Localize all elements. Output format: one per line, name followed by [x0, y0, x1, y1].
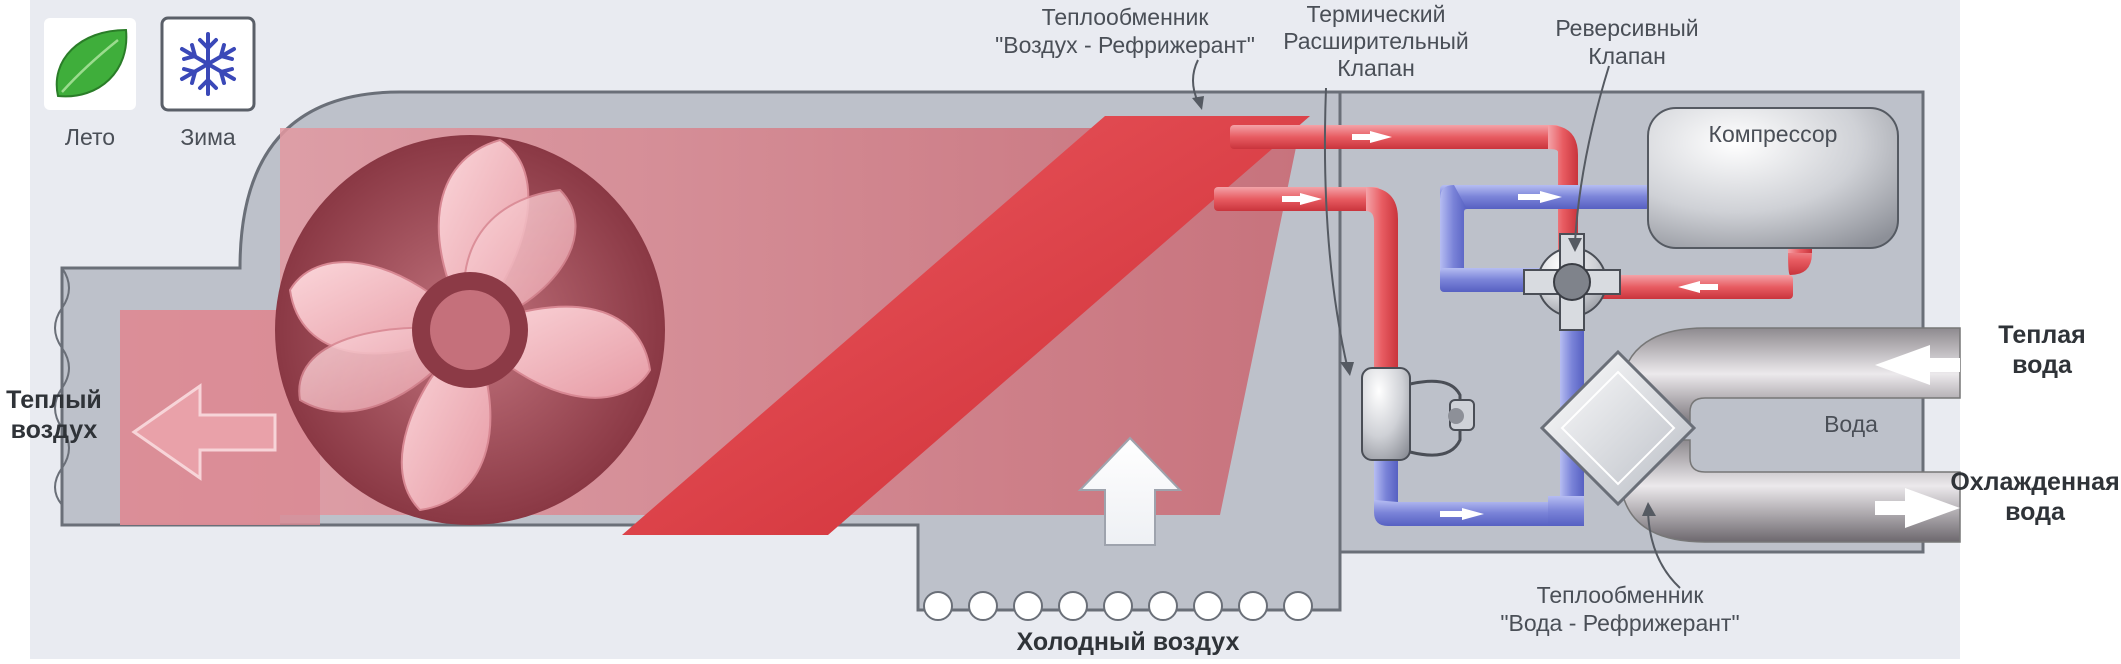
svg-text:Термический: Термический: [1306, 1, 1445, 27]
svg-text:"Вода - Рефрижерант": "Вода - Рефрижерант": [1500, 610, 1739, 636]
reversing-valve-label: Реверсивный Клапан: [1555, 15, 1698, 69]
warm-air-label: Теплый воздух: [6, 386, 102, 444]
flow-arrows-hot: [1282, 131, 1718, 293]
water-refrigerant-exchanger: [1539, 349, 1697, 507]
cold-air-arrow-icon: [1077, 436, 1183, 546]
expansion-valve-icon: [1361, 367, 1475, 461]
mode-winter-label: Зима: [180, 124, 236, 150]
svg-text:Клапан: Клапан: [1337, 55, 1415, 81]
svg-text:Реверсивный: Реверсивный: [1555, 15, 1698, 41]
air-refrigerant-coil: [622, 116, 1310, 535]
cold-air-intake-grille: [923, 591, 1313, 621]
svg-text:Теплообменник: Теплообменник: [1537, 582, 1705, 608]
svg-text:вода: вода: [2012, 351, 2073, 379]
svg-text:Теплая: Теплая: [1998, 321, 2085, 349]
svg-text:вода: вода: [2005, 498, 2066, 526]
fan-icon: [275, 135, 665, 525]
txv-label: Термический Расширительный Клапан: [1283, 1, 1469, 81]
svg-text:воздух: воздух: [11, 416, 98, 444]
compressor: Компрессор: [1647, 107, 1899, 249]
mode-summer-button[interactable]: Лето: [44, 18, 136, 150]
svg-text:Теплообменник: Теплообменник: [1042, 4, 1210, 30]
mode-selector: Лето Зима: [44, 16, 256, 150]
warm-water-label: Теплая вода: [1998, 321, 2085, 379]
warm-water-arrow-icon: [1875, 345, 1960, 385]
hx-air-label: Теплообменник "Воздух - Рефрижерант": [995, 4, 1255, 58]
snowflake-icon: [180, 32, 236, 96]
warm-air-arrow-icon: [131, 383, 277, 481]
reversing-valve-icon: [1523, 233, 1621, 331]
chilled-water-label: Охлажденная вода: [1950, 468, 2119, 526]
callout-arrowheads: [1192, 96, 1656, 516]
svg-text:Клапан: Клапан: [1588, 43, 1666, 69]
compressor-label: Компрессор: [1709, 121, 1838, 147]
chilled-water-arrow-icon: [1875, 488, 1960, 528]
mode-summer-label: Лето: [65, 124, 115, 150]
hx-water-label: Теплообменник "Вода - Рефрижерант": [1500, 582, 1739, 636]
svg-text:Охлажденная: Охлажденная: [1950, 468, 2119, 496]
flow-arrows-cold: [1440, 191, 1562, 520]
cold-air-label: Холодный воздух: [1017, 628, 1240, 656]
svg-text:Теплый: Теплый: [6, 386, 102, 414]
water-label: Вода: [1824, 411, 1878, 437]
duct-edge: [54, 267, 70, 506]
mode-winter-button[interactable]: Зима: [160, 16, 256, 150]
svg-text:Расширительный: Расширительный: [1283, 28, 1469, 54]
water-lines: [1619, 327, 1961, 543]
callout-lines: [1192, 59, 1681, 589]
svg-text:"Воздух - Рефрижерант": "Воздух - Рефрижерант": [995, 32, 1255, 58]
leaf-icon: [55, 28, 128, 98]
